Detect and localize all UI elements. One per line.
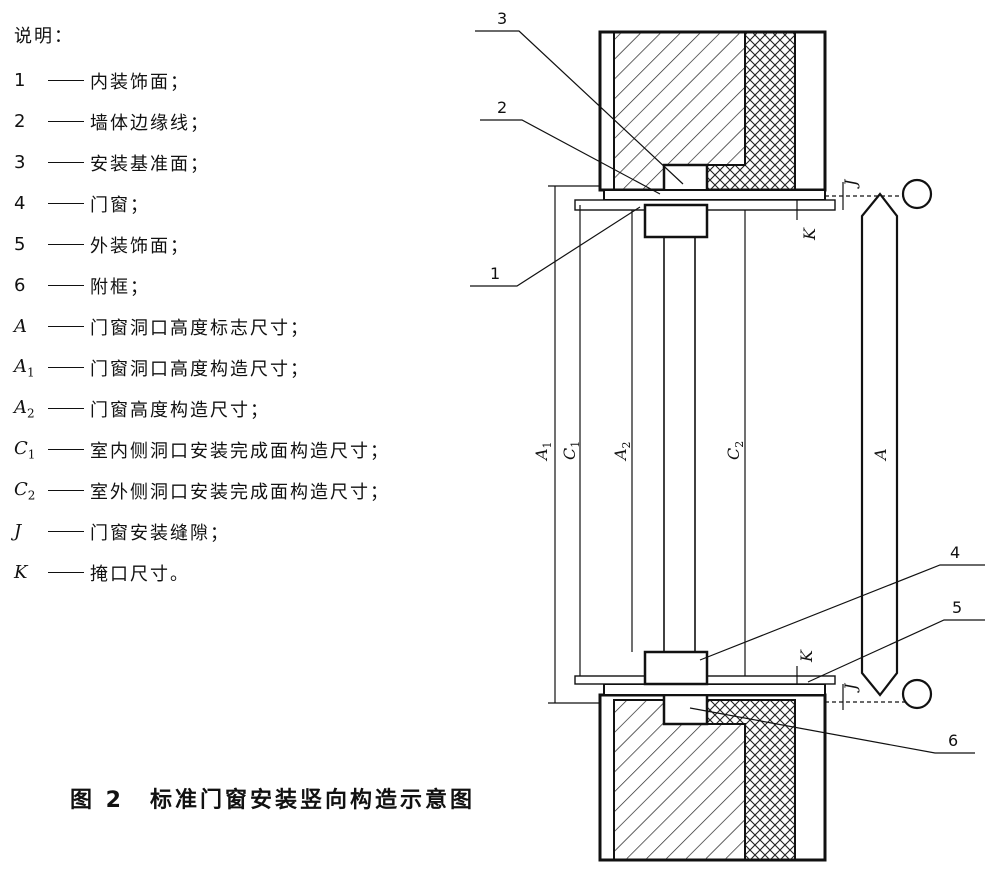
callout-3: 3 [497, 9, 507, 28]
figure-number: 图 2 [70, 788, 124, 813]
legend-item: A 门窗洞口高度标志尺寸； [14, 306, 464, 347]
dimension-lines [548, 182, 905, 710]
bottom-exterior-finish [603, 683, 826, 696]
legend-description: 内装饰面； [90, 71, 190, 93]
legend-item: 5 外装饰面； [14, 224, 464, 265]
legend-dash [48, 244, 84, 245]
top-frame-block [643, 203, 709, 239]
top-interior-finish [603, 189, 826, 201]
legend-dash [48, 285, 84, 286]
legend-description: 室内侧洞口安装完成面构造尺寸； [90, 440, 390, 462]
legend-description: 掩口尺寸。 [90, 563, 190, 585]
legend-heading: 说明： [14, 26, 74, 47]
callout-4: 4 [950, 543, 960, 562]
legend-item: C2 室外侧洞口安装完成面构造尺寸； [14, 470, 464, 511]
callout-5: 5 [952, 598, 962, 617]
legend-symbol: 6 [14, 275, 26, 296]
legend-symbol: 5 [14, 234, 26, 255]
legend: 说明： 1 内装饰面； 2 墙体边缘线； 3 安装基准面； 4 门窗； 5 外装饰面； 6 附框； A 门… [14, 22, 464, 593]
callout-2: 2 [497, 98, 507, 117]
legend-symbol: A [14, 316, 27, 337]
legend-description: 外装饰面； [90, 235, 190, 257]
legend-item: J 门窗安装缝隙； [14, 511, 464, 552]
bottom-wall [574, 675, 836, 862]
legend-description: 墙体边缘线； [90, 112, 210, 134]
legend-dash [48, 326, 84, 327]
legend-dash [48, 121, 84, 122]
legend-dash [48, 449, 84, 450]
legend-dash [48, 80, 84, 81]
legend-item: 2 墙体边缘线； [14, 101, 464, 142]
figure-title: 标准门窗安装竖向构造示意图 [149, 788, 475, 813]
legend-description: 门窗； [90, 194, 150, 216]
legend-item: 6 附框； [14, 265, 464, 306]
legend-item: 1 内装饰面； [14, 60, 464, 101]
legend-symbol: 3 [14, 152, 26, 173]
window-frame [643, 203, 709, 686]
legend-item: 4 门窗； [14, 183, 464, 224]
legend-description: 门窗洞口高度构造尺寸； [90, 358, 310, 380]
legend-dash [48, 162, 84, 163]
legend-item: K 掩口尺寸。 [14, 552, 464, 593]
legend-description: 附框； [90, 276, 150, 298]
dim-label-c1: C1 [560, 441, 582, 460]
legend-description: 室外侧洞口安装完成面构造尺寸； [90, 481, 390, 503]
bottom-frame-block [643, 650, 709, 686]
legend-description: 门窗高度构造尺寸； [90, 399, 270, 421]
legend-item: A2 门窗高度构造尺寸； [14, 388, 464, 429]
legend-description: 门窗安装缝隙； [90, 522, 230, 544]
top-reference-circle [901, 178, 933, 210]
callout-1: 1 [490, 264, 500, 283]
legend-symbol: C2 [14, 478, 36, 503]
dim-label-c2: C2 [724, 441, 746, 460]
legend-item: 3 安装基准面； [14, 142, 464, 183]
figure-caption: 图 2 标准门窗安装竖向构造示意图 [70, 782, 475, 814]
legend-list: 1 内装饰面； 2 墙体边缘线； 3 安装基准面； 4 门窗； 5 外装饰面； 6 附框； A 门窗洞口高… [14, 60, 464, 593]
bottom-reference-circle [901, 678, 933, 710]
legend-symbol: J [14, 521, 22, 542]
legend-symbol: A2 [14, 396, 35, 421]
legend-symbol: A1 [14, 355, 35, 380]
dim-label-a2: A2 [611, 441, 633, 462]
leader-lines [470, 30, 985, 754]
legend-dash [48, 367, 84, 368]
dim-label-j-bottom: J [841, 682, 860, 693]
dim-label-j-top: J [841, 178, 860, 189]
legend-symbol: C1 [14, 437, 36, 462]
dim-label-a: A [871, 448, 890, 462]
legend-symbol: 1 [14, 70, 26, 91]
legend-item: C1 室内侧洞口安装完成面构造尺寸； [14, 429, 464, 470]
legend-symbol: 2 [14, 111, 26, 132]
top-wall [574, 30, 836, 211]
legend-description: 门窗洞口高度标志尺寸； [90, 317, 310, 339]
legend-dash [48, 203, 84, 204]
dim-label-a1: A1 [532, 441, 554, 462]
legend-item: A1 门窗洞口高度构造尺寸； [14, 347, 464, 388]
legend-dash [48, 490, 84, 491]
legend-dash [48, 408, 84, 409]
legend-dash [48, 531, 84, 532]
legend-dash [48, 572, 84, 573]
legend-symbol: 4 [14, 193, 26, 214]
legend-symbol: K [14, 562, 28, 583]
dim-label-k-bottom: K [797, 649, 816, 663]
callout-6: 6 [948, 731, 958, 750]
dim-label-k-top: K [800, 227, 819, 241]
legend-description: 安装基准面； [90, 153, 210, 175]
